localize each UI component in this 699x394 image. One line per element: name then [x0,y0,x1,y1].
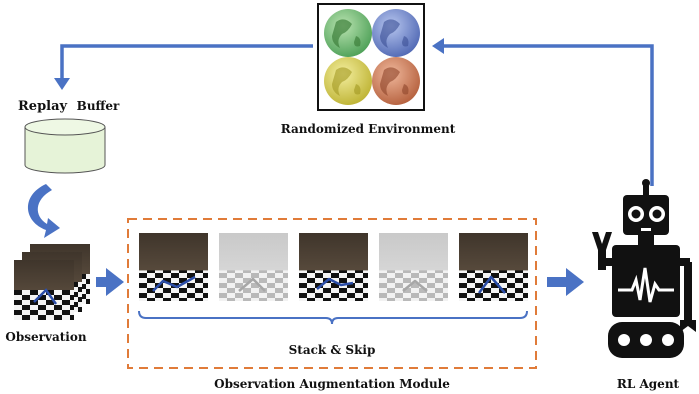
buffer-to-observation-arrow [27,184,61,238]
replay-buffer-cylinder-icon [24,118,106,174]
env-to-buffer-arrow [54,44,313,90]
module-to-agent-arrow [547,268,584,296]
augmented-frame [299,233,368,301]
augmentation-frames [139,233,528,301]
agent-to-env-arrow [432,38,654,186]
replay-buffer-label: Replay Buffer [18,95,120,114]
blue-globe-icon [372,9,420,57]
augmented-frame [139,233,208,301]
observation-frame-stack [14,244,90,320]
stack-skip-label: Stack & Skip [289,343,376,357]
randomized-environment-box [317,3,425,111]
observation-label: Observation [5,330,86,344]
augmentation-module-box [127,218,537,369]
augmented-frame-faded [219,233,288,301]
observation-to-module-arrow [96,268,124,296]
augmented-frame [459,233,528,301]
stack-skip-brace [138,310,528,325]
augmented-frame-faded [379,233,448,301]
robot-agent-icon [592,179,696,358]
yellow-globe-icon [324,57,372,105]
observation-augmentation-module-label: Observation Augmentation Module [214,377,450,391]
orange-globe-icon [372,57,420,105]
green-globe-icon [324,9,372,57]
rl-agent-label: RL Agent [617,377,680,391]
randomized-environment-label: Randomized Environment [281,122,456,136]
